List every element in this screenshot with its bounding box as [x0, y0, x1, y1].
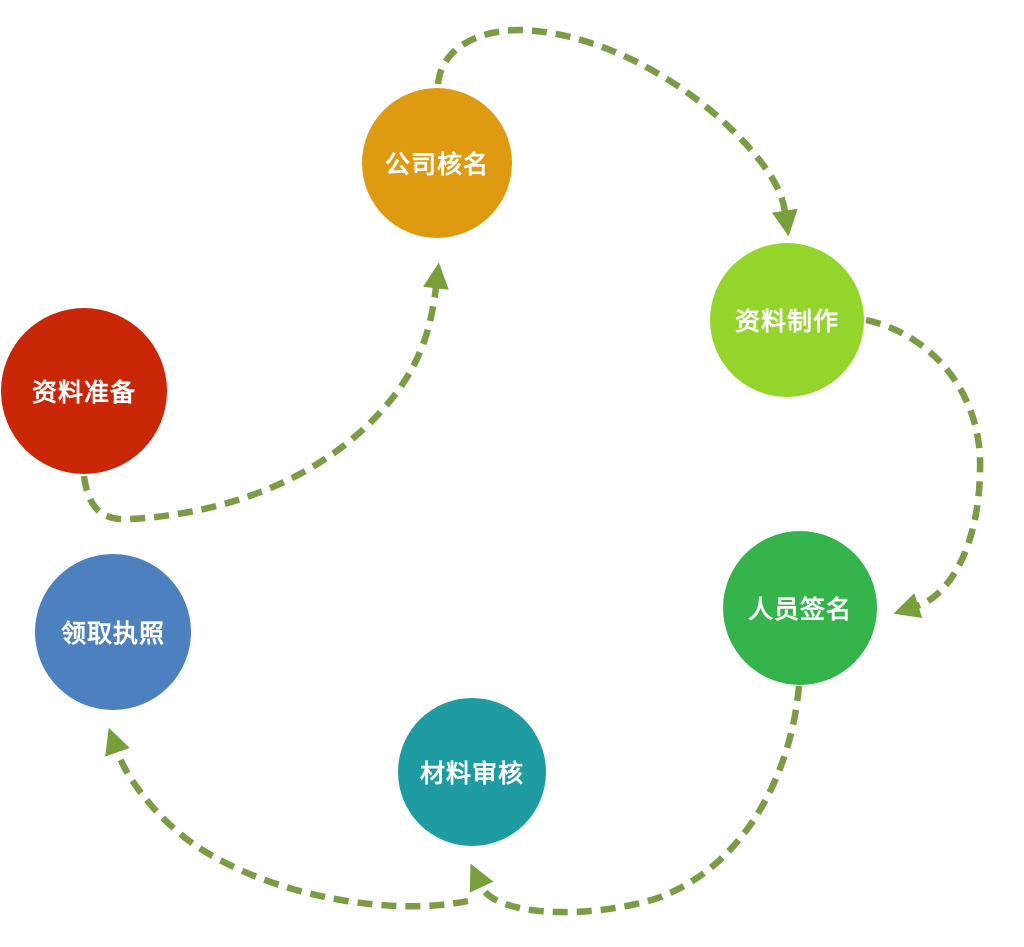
node-license-collection: 领取执照: [35, 554, 191, 710]
node-label: 材料审核: [419, 760, 524, 788]
node-company-name-check: 公司核名: [362, 88, 512, 238]
edge-preparation-to-company-check: [80, 262, 449, 523]
edge-signature-to-review: [469, 685, 803, 916]
node-material-preparation: 资料准备: [1, 308, 167, 474]
node-material-review: 材料审核: [398, 698, 546, 846]
node-personnel-signature: 人员签名: [723, 531, 877, 685]
edge-production-to-signature: [865, 316, 984, 618]
edge-company-check-to-production: [434, 26, 798, 237]
node-label: 资料制作: [734, 308, 839, 336]
node-material-production: 资料制作: [710, 243, 864, 397]
edge-review-to-license: [105, 727, 469, 910]
node-label: 人员签名: [747, 596, 852, 624]
node-label: 公司核名: [384, 151, 489, 179]
node-label: 领取执照: [60, 620, 165, 648]
node-label: 资料准备: [31, 379, 136, 407]
